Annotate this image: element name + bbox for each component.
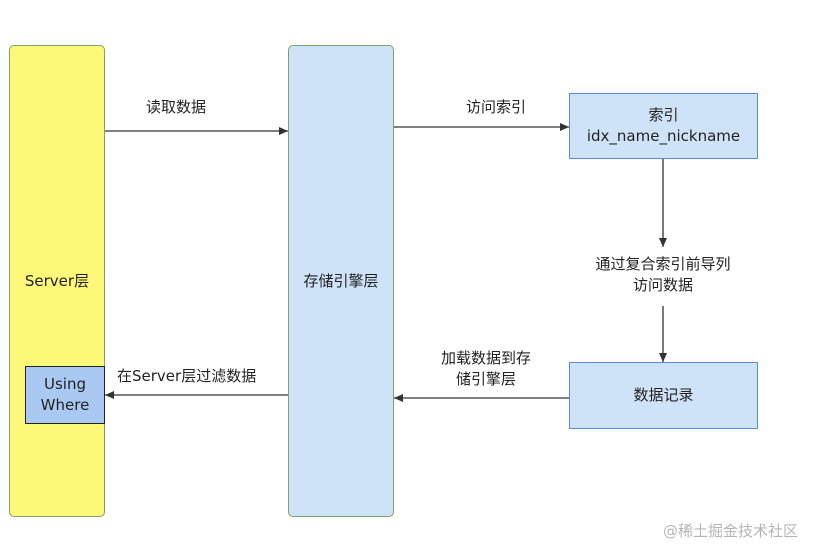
server-layer-label: Server层: [24, 271, 90, 290]
edge-label-prefix-access: 通过复合索引前导列 访问数据: [586, 254, 740, 296]
edge-label-load-to-engine: 加载数据到存 储引擎层: [434, 348, 538, 390]
watermark: @稀土掘金技术社区: [662, 522, 798, 540]
edge-label-access-index: 访问索引: [466, 98, 527, 116]
edge-label-read-data: 读取数据: [146, 98, 207, 116]
storage-engine-box: 存储引擎层: [288, 45, 394, 517]
index-box: 索引 idx_name_nickname: [569, 93, 758, 159]
data-records-box: 数据记录: [569, 362, 758, 429]
edge-label-load-line-2: 储引擎层: [455, 370, 516, 388]
edge-label-prefix-access-line-2: 访问数据: [632, 276, 693, 294]
index-title: 索引: [648, 106, 679, 124]
index-name: idx_name_nickname: [586, 127, 741, 145]
edge-label-load-line-1: 加载数据到存: [440, 349, 531, 367]
storage-engine-label: 存储引擎层: [303, 271, 379, 290]
edge-label-filter-at-server: 在Server层过滤数据: [117, 367, 257, 385]
using-where-line-1: Using: [43, 375, 86, 393]
data-records-label: 数据记录: [633, 386, 694, 404]
using-where-box: Using Where: [25, 366, 105, 424]
server-layer-box: Server层: [9, 45, 105, 517]
using-where-line-2: Where: [40, 396, 90, 414]
edge-label-prefix-access-line-1: 通过复合索引前导列: [595, 255, 731, 273]
